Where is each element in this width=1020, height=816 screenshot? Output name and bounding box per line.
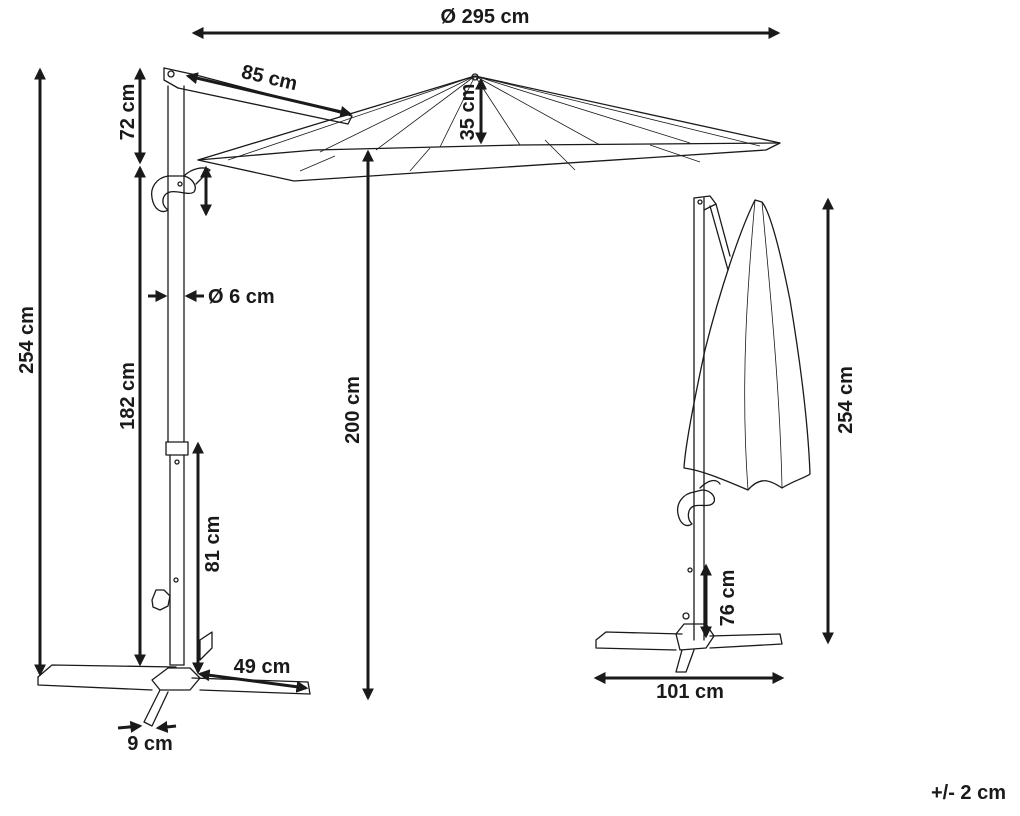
folded-parasol-drawing (595, 195, 811, 673)
label-clearance: 200 cm (342, 376, 364, 444)
label-canopy-depth: 35 cm (457, 84, 479, 141)
label-lower-pole: 81 cm (202, 516, 224, 573)
folded-crank-handle (676, 479, 721, 527)
folded-canopy (683, 199, 811, 491)
tilt-knob (151, 589, 171, 611)
label-canopy-diameter: Ø 295 cm (441, 6, 530, 28)
label-tolerance: +/- 2 cm (931, 782, 1006, 804)
folded-cross-base (595, 623, 783, 673)
cross-base (37, 631, 311, 727)
label-folded-height: 254 cm (835, 366, 857, 434)
dimension-lines (34, 27, 834, 733)
crank-handle (150, 167, 211, 213)
label-top-height: 72 cm (117, 84, 139, 141)
label-folded-base-width: 101 cm (656, 681, 724, 703)
label-base-arm: 49 cm (234, 656, 291, 678)
label-base-foot: 9 cm (127, 733, 173, 755)
label-pole-diameter: Ø 6 cm (208, 286, 275, 308)
open-parasol-drawing (37, 67, 781, 727)
label-folded-lower: 76 cm (717, 570, 739, 627)
label-total-height: 254 cm (16, 306, 38, 374)
label-pole-height: 182 cm (117, 362, 139, 430)
dimension-labels: Ø 295 cm 85 cm 72 cm 35 cm 254 cm 182 cm… (16, 6, 1006, 804)
pole (165, 85, 189, 666)
